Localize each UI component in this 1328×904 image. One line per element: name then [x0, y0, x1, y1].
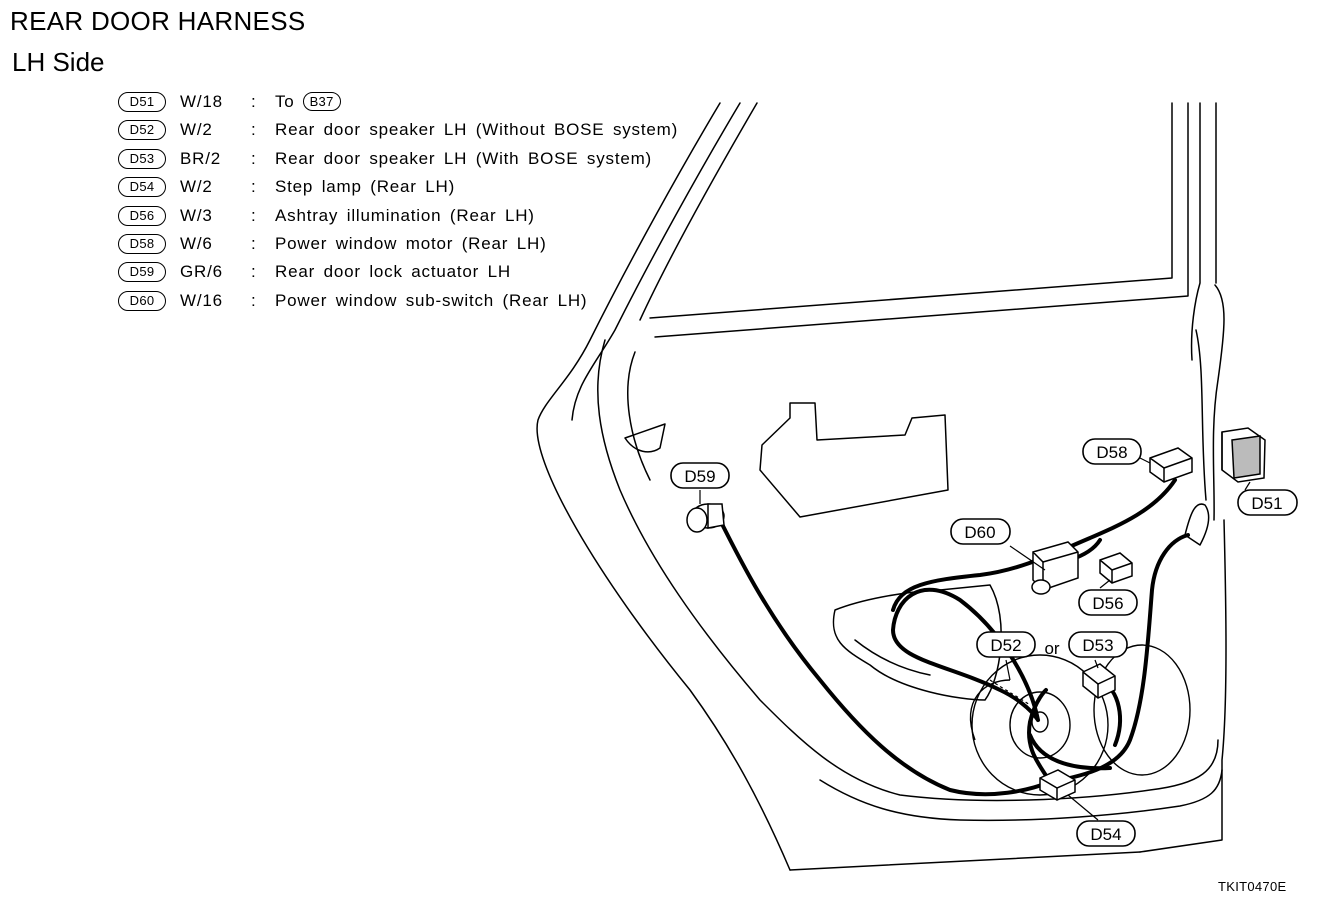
connector-d56-body [1099, 552, 1133, 584]
wire-spec: W/2 [180, 120, 213, 140]
callout-d58: D58 [1082, 438, 1142, 465]
connector-description: Step lamp (Rear LH) [275, 177, 456, 197]
callout-label: D52 [990, 636, 1021, 655]
figure-id: TKIT0470E [1218, 879, 1287, 894]
connector-d60-body [1031, 541, 1079, 595]
callout-label: D54 [1090, 825, 1121, 844]
wire-spec: W/6 [180, 233, 213, 253]
callout-label: D51 [1251, 494, 1282, 513]
wire-spec: W/3 [180, 205, 213, 225]
separator: : [251, 205, 257, 225]
connector-tag: D59 [118, 262, 166, 283]
connector-tag: D54 [118, 177, 166, 198]
connector-description: Ashtray illumination (Rear LH) [275, 205, 535, 225]
harness-tape-markings [989, 679, 1031, 706]
connector-d59-body [686, 503, 725, 533]
connector-d51-body [1221, 427, 1266, 483]
separator: : [251, 290, 257, 310]
callout-d59: D59 [670, 462, 730, 489]
leader-lines [699, 457, 1251, 821]
separator: : [251, 262, 257, 282]
connector-d58-body [1149, 447, 1193, 483]
callout-label: D60 [964, 523, 995, 542]
connector-description: Power window motor (Rear LH) [275, 233, 547, 253]
connector-tag: D51 [118, 92, 166, 112]
callout-d54: D54 [1076, 820, 1136, 847]
wire-spec: BR/2 [180, 148, 221, 168]
separator: : [251, 92, 257, 111]
wire-spec: GR/6 [180, 262, 223, 282]
connector-description: To B37 [275, 89, 341, 115]
callout-label: D58 [1096, 443, 1127, 462]
connector-description: Power window sub-switch (Rear LH) [275, 290, 588, 310]
callout-label: D53 [1082, 636, 1113, 655]
door-outline [536, 102, 1227, 871]
connector-description: Rear door speaker LH (With BOSE system) [275, 148, 653, 168]
connector-tag: D60 [118, 290, 166, 311]
diagram-title: REAR DOOR HARNESS [10, 6, 306, 36]
diagram-subtitle: LH Side [12, 47, 105, 77]
separator: : [251, 177, 257, 197]
wire-spec: W/2 [180, 177, 213, 197]
callout-d60: D60 [950, 518, 1011, 545]
connector-description: Rear door speaker LH (Without BOSE syste… [275, 120, 679, 140]
connector-d54-body [1039, 769, 1076, 801]
callout-label: D59 [684, 467, 715, 486]
connector-tag: D58 [118, 233, 166, 254]
callout-d53: D53 [1068, 631, 1128, 658]
description-text: To [275, 92, 295, 111]
callout-d56: D56 [1078, 589, 1138, 616]
callout-or-text: or [1044, 639, 1059, 658]
callout-d51: D51 [1237, 489, 1298, 516]
callout-d52: D52 [976, 631, 1036, 658]
connector-tag: D53 [118, 148, 166, 169]
connector-tag: D56 [118, 205, 166, 226]
reference-connector-tag: B37 [302, 92, 341, 111]
separator: : [251, 120, 257, 140]
connector-description: Rear door lock actuator LH [275, 262, 511, 282]
wire-spec: W/16 [180, 290, 223, 310]
callout-label: D56 [1092, 594, 1123, 613]
separator: : [251, 233, 257, 253]
speaker-rings [969, 644, 1191, 796]
connector-d53-body [1082, 663, 1116, 699]
connector-tag: D52 [118, 120, 166, 141]
separator: : [251, 148, 257, 168]
wire-spec: W/18 [180, 92, 223, 111]
